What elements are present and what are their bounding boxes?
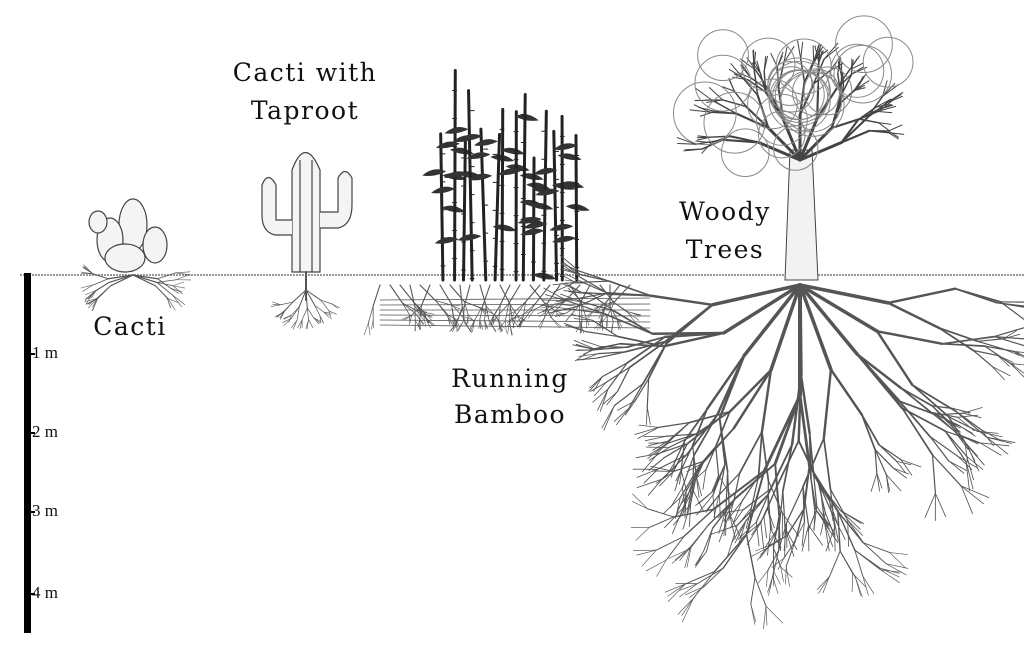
roots <box>80 254 1024 630</box>
taproot-cactus-illustration <box>261 151 353 273</box>
label-bamboo-line1: Running <box>451 364 569 393</box>
scale-label-2m: 2 m <box>32 422 58 441</box>
scale-label-1m: 1 m <box>32 343 58 362</box>
scale-label-3m: 3 m <box>32 501 58 520</box>
scale-ticks <box>31 353 35 595</box>
depth-scale-bar <box>24 273 31 633</box>
label-taproot-line2: Taproot <box>250 96 360 125</box>
cacti-illustration <box>88 198 168 273</box>
bamboo-illustration <box>422 69 590 282</box>
label-taproot-line1: Cacti with <box>232 58 378 87</box>
scale-label-4m: 4 m <box>32 583 58 602</box>
label-cacti: Cacti <box>93 312 167 341</box>
tree-illustration <box>672 15 914 281</box>
label-trees-line1: Woody <box>679 197 771 226</box>
label-bamboo-line2: Bamboo <box>453 400 567 429</box>
label-trees-line2: Trees <box>685 235 765 264</box>
